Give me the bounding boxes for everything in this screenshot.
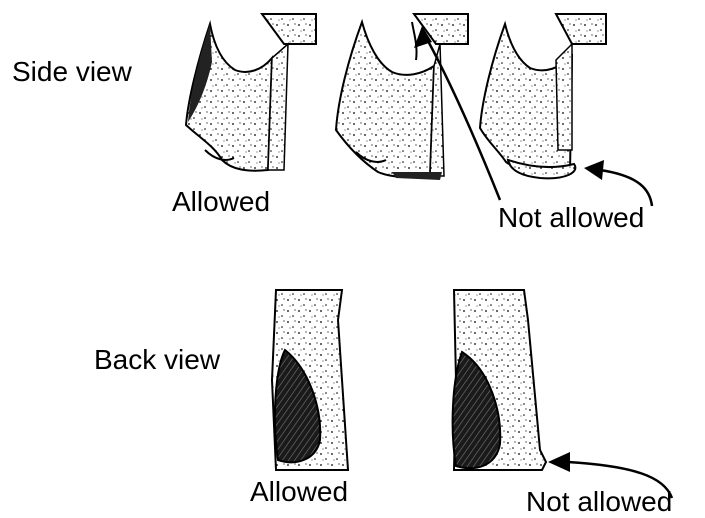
side-hoof-allowed-leg	[262, 14, 316, 44]
side-not-allowed-caption: Not allowed	[498, 204, 644, 232]
back-allowed-caption: Allowed	[250, 478, 348, 506]
side-hoof-not-allowed-2	[480, 14, 606, 178]
back-not-allowed-caption: Not allowed	[526, 488, 672, 516]
side-allowed-caption: Allowed	[172, 188, 270, 216]
side-hoof-not-allowed-1	[336, 14, 468, 180]
side-hoof-allowed	[186, 14, 316, 171]
back-view-label: Back view	[94, 346, 220, 374]
back-hoof-allowed	[272, 290, 348, 470]
side-hoof-not-allowed-2-wall	[556, 44, 572, 150]
side-hoof-not-allowed-2-leg	[556, 14, 606, 44]
side-view-label: Side view	[12, 58, 132, 86]
side-hoof-not-allowed-1-wall	[430, 44, 444, 176]
side-hoof-not-allowed-1-crack	[412, 22, 417, 60]
back-hoof-not-allowed	[453, 290, 546, 470]
side-view-arrow-2	[584, 160, 652, 206]
side-hoof-not-allowed-1-dark-toe	[392, 172, 442, 180]
